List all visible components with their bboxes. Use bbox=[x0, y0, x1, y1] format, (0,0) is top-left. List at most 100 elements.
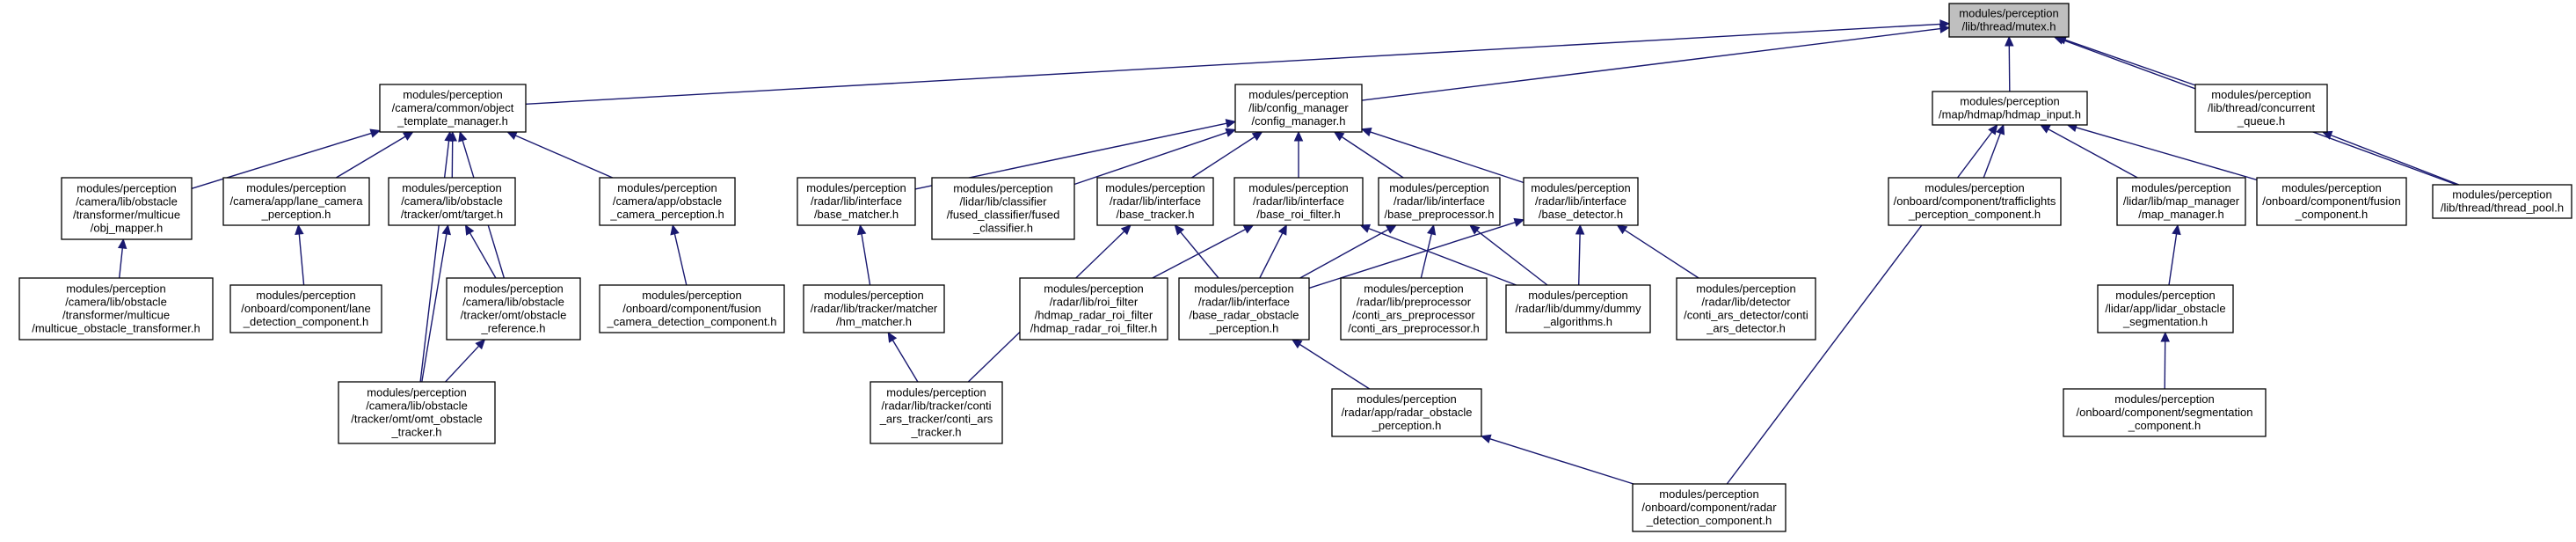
node-label-line: modules/perception bbox=[2131, 181, 2230, 194]
node-box[interactable] bbox=[1632, 483, 1786, 532]
node-config_manager[interactable]: modules/perception/lib/config_manager/co… bbox=[1234, 84, 1363, 133]
node-trafficlights_perception_component[interactable]: modules/perception/onboard/component/tra… bbox=[1888, 177, 2062, 226]
node-concurrent_queue[interactable]: modules/perception/lib/thread/concurrent… bbox=[2194, 84, 2328, 133]
node-segmentation_component[interactable]: modules/perception/onboard/component/seg… bbox=[2063, 388, 2267, 437]
node-conti_ars_preprocessor[interactable]: modules/perception/radar/lib/preprocesso… bbox=[1340, 277, 1488, 341]
node-label-line: /tracker/omt/omt_obstacle bbox=[351, 413, 483, 426]
node-label-line: /camera/lib/obstacle bbox=[366, 399, 468, 413]
node-multicue_obstacle_transformer[interactable]: modules/perception/camera/lib/obstacle/t… bbox=[18, 277, 214, 341]
edge-line bbox=[525, 23, 1941, 105]
node-label-line: /conti_ars_detector/conti bbox=[1684, 309, 1808, 322]
node-base_tracker[interactable]: modules/perception/radar/lib/interface/b… bbox=[1096, 177, 1214, 226]
node-fusion_component[interactable]: modules/perception/onboard/component/fus… bbox=[2256, 177, 2407, 226]
node-box[interactable] bbox=[1178, 277, 1310, 341]
node-box[interactable] bbox=[797, 177, 916, 226]
node-label-line: _perception.h bbox=[1372, 419, 1442, 432]
node-box[interactable] bbox=[1340, 277, 1488, 341]
node-box[interactable] bbox=[61, 177, 193, 240]
node-radar_obstacle_perception[interactable]: modules/perception/radar/app/radar_obsta… bbox=[1331, 388, 1482, 437]
node-box[interactable] bbox=[379, 84, 527, 133]
node-label-line: /hdmap_radar_roi_filter.h bbox=[1030, 322, 1158, 335]
node-box[interactable] bbox=[1505, 284, 1651, 333]
node-label-line: /lib/thread/mutex.h bbox=[1962, 20, 2056, 33]
node-box[interactable] bbox=[1378, 177, 1501, 226]
node-hdmap_input[interactable]: modules/perception/map/hdmap/hdmap_input… bbox=[1932, 91, 2088, 126]
node-box[interactable] bbox=[2432, 184, 2572, 219]
node-box[interactable] bbox=[2097, 284, 2234, 333]
node-omt_obstacle_reference[interactable]: modules/perception/camera/lib/obstacle/t… bbox=[446, 277, 581, 341]
node-box[interactable] bbox=[446, 277, 581, 341]
node-box[interactable] bbox=[1096, 177, 1214, 226]
node-hm_matcher[interactable]: modules/perception/radar/lib/tracker/mat… bbox=[803, 284, 945, 333]
edge-lane_detection_component-to-lane_camera_perception bbox=[295, 223, 305, 286]
edge-arrowhead bbox=[1427, 223, 1437, 236]
node-box[interactable] bbox=[803, 284, 945, 333]
node-box[interactable] bbox=[1948, 3, 2070, 38]
edge-dummy_algorithms-to-base_roi_filter bbox=[1359, 223, 1517, 286]
node-base_matcher[interactable]: modules/perception/radar/lib/interface/b… bbox=[797, 177, 916, 226]
node-radar_detection_component[interactable]: modules/perception/onboard/component/rad… bbox=[1632, 483, 1786, 532]
node-omt_target[interactable]: modules/perception/camera/lib/obstacle/t… bbox=[388, 177, 516, 226]
node-box[interactable] bbox=[1888, 177, 2062, 226]
node-box[interactable] bbox=[2063, 388, 2267, 437]
node-omt_obstacle_tracker[interactable]: modules/perception/camera/lib/obstacle/t… bbox=[338, 381, 496, 444]
node-label-line: /conti_ars_preprocessor bbox=[1352, 309, 1475, 322]
node-base_roi_filter[interactable]: modules/perception/radar/lib/interface/b… bbox=[1233, 177, 1364, 226]
node-hdmap_radar_roi_filter[interactable]: modules/perception/radar/lib/roi_filter/… bbox=[1019, 277, 1168, 341]
node-fusion_camera_detection_component[interactable]: modules/perception/onboard/component/fus… bbox=[599, 284, 785, 333]
node-box[interactable] bbox=[1331, 388, 1482, 437]
node-box[interactable] bbox=[2256, 177, 2407, 226]
node-box[interactable] bbox=[1233, 177, 1364, 226]
node-label-line: _camera_detection_component.h bbox=[607, 315, 777, 328]
node-box[interactable] bbox=[1523, 177, 1639, 226]
node-box[interactable] bbox=[870, 381, 1003, 444]
node-object_template_manager[interactable]: modules/perception/camera/common/object_… bbox=[379, 84, 527, 133]
node-fused_classifier[interactable]: modules/perception/lidar/lib/classifier/… bbox=[931, 177, 1075, 240]
node-box[interactable] bbox=[931, 177, 1075, 240]
node-label-line: /transformer/multicue bbox=[73, 209, 180, 222]
node-base_radar_obstacle_perception[interactable]: modules/perception/radar/lib/interface/b… bbox=[1178, 277, 1310, 341]
node-label-line: /radar/lib/tracker/conti bbox=[882, 399, 992, 413]
node-box[interactable] bbox=[18, 277, 214, 341]
node-base_detector[interactable]: modules/perception/radar/lib/interface/b… bbox=[1523, 177, 1639, 226]
node-label-line: /conti_ars_preprocessor.h bbox=[1348, 322, 1480, 335]
node-obj_mapper[interactable]: modules/perception/camera/lib/obstacle/t… bbox=[61, 177, 193, 240]
node-conti_ars_tracker[interactable]: modules/perception/radar/lib/tracker/con… bbox=[870, 381, 1003, 444]
edge-base_radar_obstacle_perception-to-base_detector bbox=[1308, 217, 1525, 289]
edge-arrowhead bbox=[295, 223, 304, 235]
node-lidar_obstacle_segmentation[interactable]: modules/perception/lidar/app/lidar_obsta… bbox=[2097, 284, 2234, 333]
node-lane_detection_component[interactable]: modules/perception/onboard/component/lan… bbox=[229, 284, 382, 333]
edge-line bbox=[1361, 27, 1941, 101]
node-box[interactable] bbox=[1932, 91, 2088, 126]
node-base_preprocessor[interactable]: modules/perception/radar/lib/interface/b… bbox=[1378, 177, 1501, 226]
node-thread_pool[interactable]: modules/perception/lib/thread/thread_poo… bbox=[2432, 184, 2572, 219]
node-box[interactable] bbox=[2116, 177, 2246, 226]
node-box[interactable] bbox=[1676, 277, 1816, 341]
node-lane_camera_perception[interactable]: modules/perception/camera/app/lane_camer… bbox=[222, 177, 370, 226]
node-box[interactable] bbox=[388, 177, 516, 226]
node-box[interactable] bbox=[2194, 84, 2328, 133]
node-box[interactable] bbox=[222, 177, 370, 226]
node-dummy_algorithms[interactable]: modules/perception/radar/lib/dummy/dummy… bbox=[1505, 284, 1651, 333]
node-box[interactable] bbox=[229, 284, 382, 333]
node-conti_ars_detector[interactable]: modules/perception/radar/lib/detector/co… bbox=[1676, 277, 1816, 341]
edge-line bbox=[1983, 133, 2001, 179]
edge-arrowhead bbox=[2160, 331, 2170, 342]
edge-radar_detection_component-to-radar_obstacle_perception bbox=[1480, 434, 1634, 485]
node-mutex[interactable]: modules/perception/lib/thread/mutex.h bbox=[1948, 3, 2070, 38]
node-label-line: modules/perception bbox=[642, 289, 741, 302]
node-box[interactable] bbox=[338, 381, 496, 444]
edge-lane_camera_perception-to-object_template_manager bbox=[335, 131, 414, 179]
edge-line bbox=[1370, 131, 1524, 184]
node-map_manager[interactable]: modules/perception/lidar/lib/map_manager… bbox=[2116, 177, 2246, 226]
edge-line bbox=[1578, 233, 1581, 286]
node-box[interactable] bbox=[599, 284, 785, 333]
node-label-line: _component.h bbox=[2128, 419, 2201, 432]
node-box[interactable] bbox=[1019, 277, 1168, 341]
node-obstacle_camera_perception[interactable]: modules/perception/camera/app/obstacle_c… bbox=[599, 177, 736, 226]
edge-arrowhead bbox=[369, 128, 382, 138]
node-label-line: /onboard/component/lane bbox=[241, 302, 370, 315]
node-box[interactable] bbox=[1234, 84, 1363, 133]
node-box[interactable] bbox=[599, 177, 736, 226]
edge-arrowhead bbox=[464, 223, 475, 236]
